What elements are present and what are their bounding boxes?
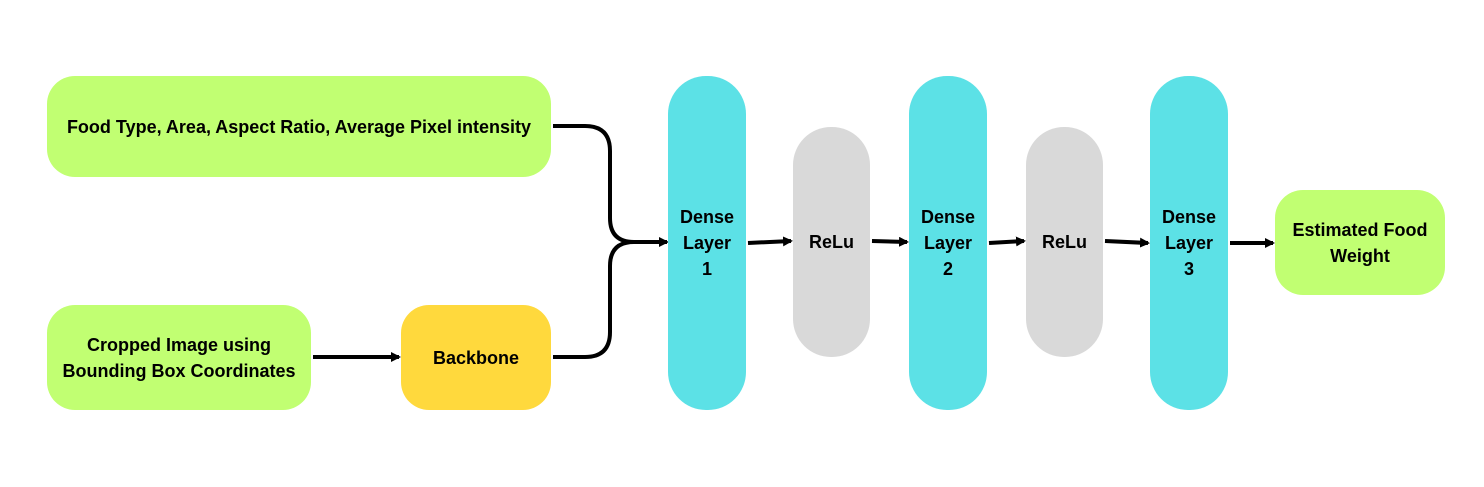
relu-2-node: ReLu xyxy=(1026,127,1103,357)
dense-layer-3-node: Dense Layer 3 xyxy=(1150,76,1228,410)
input-features-label: Food Type, Area, Aspect Ratio, Average P… xyxy=(66,116,532,137)
cropped-image-node: Cropped Image using Bounding Box Coordin… xyxy=(47,305,311,410)
relu-1-node: ReLu xyxy=(793,127,870,357)
dense-layer-1-label: Dense Layer 1 xyxy=(679,207,735,279)
edge-dense1-to-relu1 xyxy=(747,236,793,247)
dense-layer-2-label: Dense Layer 2 xyxy=(920,207,976,279)
edge-relu1-to-dense2 xyxy=(871,236,909,247)
edge-features-to-dense1 xyxy=(553,124,669,247)
output-label: Estimated Food Weight xyxy=(1292,219,1428,266)
dense-layer-1-node: Dense Layer 1 xyxy=(668,76,746,410)
backbone-node: Backbone xyxy=(401,305,551,410)
relu-2-label: ReLu xyxy=(1042,232,1087,252)
backbone-label: Backbone xyxy=(432,347,520,368)
output-node: Estimated Food Weight xyxy=(1275,190,1445,295)
input-features-node: Food Type, Area, Aspect Ratio, Average P… xyxy=(47,76,551,177)
cropped-image-label: Cropped Image using Bounding Box Coordin… xyxy=(62,334,296,381)
edge-backbone-to-dense1 xyxy=(553,240,635,359)
edge-dense2-to-relu2 xyxy=(988,236,1026,247)
dense-layer-3-label: Dense Layer 3 xyxy=(1161,207,1217,279)
edge-relu2-to-dense3 xyxy=(1104,237,1150,248)
dense-layer-2-node: Dense Layer 2 xyxy=(909,76,987,410)
relu-1-label: ReLu xyxy=(809,232,854,252)
